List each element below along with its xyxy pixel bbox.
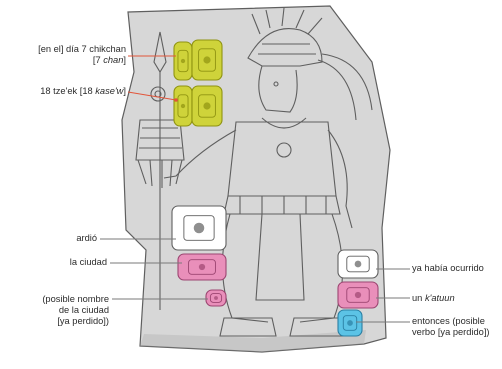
label-date-day-line2: [7 chan] — [38, 55, 126, 66]
label-city: la ciudad — [70, 257, 107, 268]
glyph-then-verb-icon — [338, 310, 362, 336]
glyph-day-sign-icon — [192, 40, 222, 80]
label-city-name: (posible nombre de la ciudad [ya perdido… — [42, 294, 109, 327]
glyph-city-icon — [178, 254, 226, 280]
label-date-month: 18 tze'ek [18 kase'w] — [40, 86, 126, 97]
label-date-day: [en el] día 7 chikchan [7 chan] — [38, 44, 126, 66]
label-burned: ardió — [76, 233, 97, 244]
glyph-burned-icon — [172, 206, 226, 250]
label-had-occurred: ya había ocurrido — [412, 263, 484, 274]
glyph-day-coefficient-icon — [174, 42, 192, 80]
leader-date-month-dot — [174, 98, 178, 102]
glyph-had-occurred-icon — [338, 250, 378, 278]
glyph-city-name-icon — [206, 290, 226, 306]
glyph-month-sign-icon — [192, 86, 222, 126]
label-date-day-line1: [en el] día 7 chikchan — [38, 44, 126, 55]
glyph-katun-icon — [338, 282, 378, 308]
label-then-verb: entonces (posible verbo [ya perdido]) — [412, 316, 490, 338]
label-katun: un k'atuun — [412, 293, 455, 304]
glyph-month-coefficient-icon — [174, 86, 192, 126]
label-date-month-text: 18 tze'ek [18 kase'w] — [40, 86, 126, 97]
